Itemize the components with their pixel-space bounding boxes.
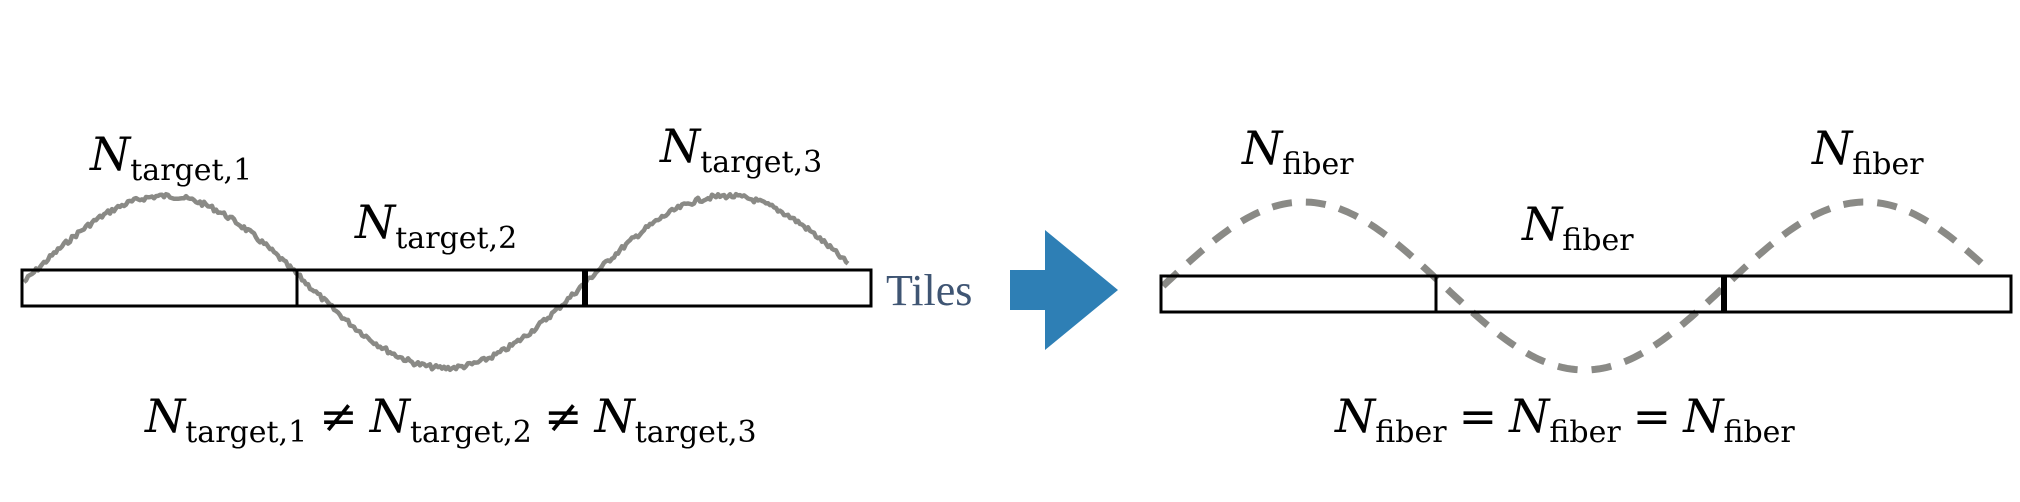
tile-box xyxy=(20,268,299,308)
target-density-curve xyxy=(22,191,850,373)
label-fiber-1: Nfiber xyxy=(1241,121,1354,182)
tile-box xyxy=(295,268,587,308)
tile-box xyxy=(583,268,873,308)
tiles-arrow-group: Tiles xyxy=(886,230,1118,350)
tile-box xyxy=(1159,274,1438,314)
right-panel: Nfiber Nfiber Nfiber Nfiber=Nfiber=Nfibe… xyxy=(1159,121,2013,450)
label-target-3: Ntarget,3 xyxy=(659,119,822,180)
label-target-1: Ntarget,1 xyxy=(89,127,252,188)
fiber-density-curve xyxy=(1160,198,1990,374)
label-fiber-3: Nfiber xyxy=(1811,121,1924,182)
tile-box xyxy=(1722,274,2013,314)
label-target-2: Ntarget,2 xyxy=(354,195,517,256)
tile-box xyxy=(1434,274,1726,314)
fiber-equality-equation: Nfiber=Nfiber=Nfiber xyxy=(1334,389,1795,450)
label-fiber-2: Nfiber xyxy=(1521,197,1634,258)
left-panel: Ntarget,1 Ntarget,2 Ntarget,3 Ntarget,1≠… xyxy=(20,119,873,450)
target-inequality-equation: Ntarget,1≠Ntarget,2≠Ntarget,3 xyxy=(144,389,757,450)
tiles-label: Tiles xyxy=(886,266,972,315)
right-arrow-icon xyxy=(1010,230,1118,350)
